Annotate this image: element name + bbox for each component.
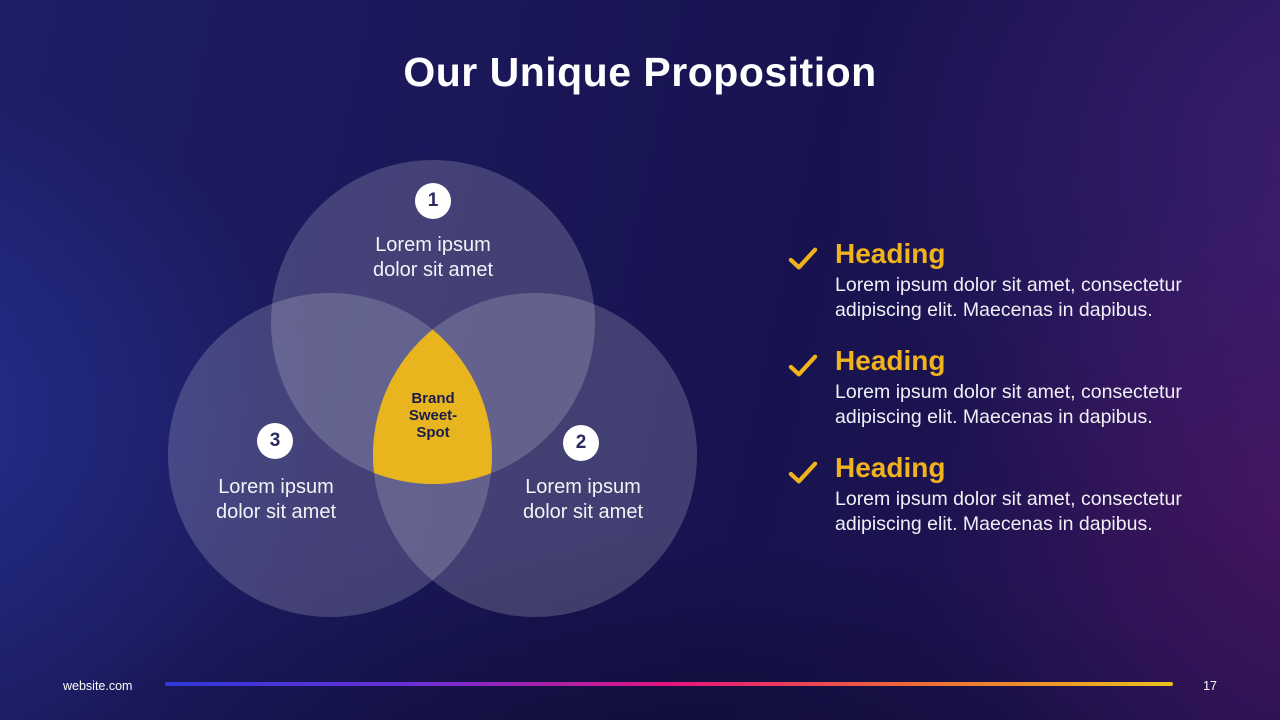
feature-item: Heading Lorem ipsum dolor sit amet, cons…: [788, 453, 1188, 536]
venn-badge-1: 1: [415, 183, 451, 219]
venn-circle-top: [271, 160, 595, 484]
venn-label-2: Lorem ipsum dolor sit amet: [522, 476, 644, 523]
feature-item: Heading Lorem ipsum dolor sit amet, cons…: [788, 346, 1188, 429]
check-icon: [788, 354, 818, 377]
feature-list: Heading Lorem ipsum dolor sit amet, cons…: [788, 239, 1188, 560]
venn-label-3: Lorem ipsum dolor sit amet: [215, 476, 337, 523]
venn-center-label: Brand Sweet- Spot: [408, 390, 458, 441]
page-title: Our Unique Proposition: [403, 49, 877, 95]
venn-label-1: Lorem ipsum dolor sit amet: [372, 234, 494, 281]
feature-heading: Heading: [835, 345, 946, 376]
feature-item: Heading Lorem ipsum dolor sit amet, cons…: [788, 239, 1188, 322]
feature-heading: Heading: [835, 452, 946, 483]
check-icon: [788, 247, 818, 270]
check-icon: [788, 461, 818, 484]
feature-body: Lorem ipsum dolor sit amet, consectetur …: [835, 274, 1182, 321]
venn-diagram: 1 2 3 Lorem ipsum dolor sit amet Lorem i…: [160, 150, 710, 630]
venn-badge-2: 2: [563, 425, 599, 461]
feature-body: Lorem ipsum dolor sit amet, consectetur …: [835, 381, 1182, 428]
footer-gradient-line: [165, 682, 1173, 686]
venn-badge-3: 3: [257, 423, 293, 459]
feature-body: Lorem ipsum dolor sit amet, consectetur …: [835, 488, 1182, 535]
feature-heading: Heading: [835, 238, 946, 269]
venn-circles-graphic: [168, 160, 697, 617]
footer-page-number: 17: [1203, 679, 1217, 693]
footer-website: website.com: [63, 679, 133, 693]
